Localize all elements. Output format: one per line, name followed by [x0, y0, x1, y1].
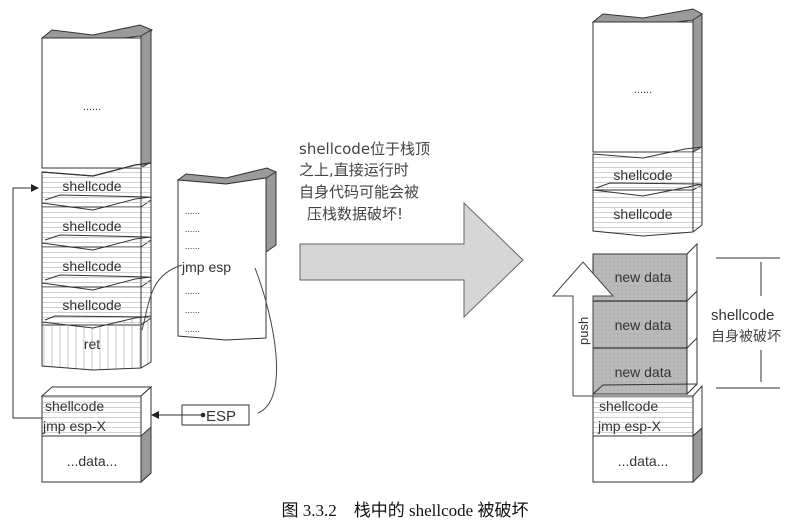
code-dots: ...... [185, 224, 200, 234]
note-line-3: 自身代码可能会被 [299, 183, 419, 201]
bracket-label-cn: 自身被破坏 [711, 329, 781, 345]
right-bottom-data-label: ...data... [618, 453, 669, 469]
new-data-label: new data [615, 317, 672, 333]
bracket-label-en: shellcode [711, 307, 774, 324]
left-bottom-shellcode-label: shellcode [45, 398, 104, 414]
arrow-note: shellcode位于栈顶 之上,直接运行时 自身代码可能会被 压栈数据破坏! [299, 140, 430, 223]
note-line-1: shellcode位于栈顶 [299, 140, 430, 158]
jump-back-arrow [12, 184, 42, 419]
left-shellcode-segment: shellcode [41, 234, 152, 288]
code-dots: ...... [185, 241, 200, 251]
new-data-label: new data [615, 364, 672, 380]
note-line-4: 压栈数据破坏! [307, 205, 403, 223]
ret-label: ret [84, 336, 100, 352]
ret-to-jmp-curve [141, 264, 183, 331]
left-segment-label: shellcode [62, 178, 121, 194]
code-page: ...... ...... ...... jmp esp ...... ....… [176, 167, 277, 341]
esp-box: ESP [181, 404, 250, 426]
esp-label: ESP [206, 408, 236, 425]
right-bottom-block: shellcode jmp esp-X ...data... [592, 384, 703, 484]
code-dots: ...... [185, 286, 200, 296]
new-data-block: new data new data new data [592, 242, 698, 396]
figure-caption: 图 3.3.2 栈中的 shellcode 被破坏 [282, 501, 529, 520]
right-shellcode-segment: shellcode [592, 182, 703, 237]
code-dots: ...... [185, 206, 200, 216]
right-segment-label: shellcode [613, 206, 672, 222]
jmp-to-esp-curve [254, 267, 278, 414]
left-bottom-jmp-label: jmp esp-X [42, 418, 107, 434]
right-bottom-shellcode-label: shellcode [599, 398, 658, 414]
right-stack: ...... shellcode shellcode new data new … [551, 8, 781, 484]
left-segment-label: shellcode [62, 218, 121, 234]
note-line-2: 之上,直接运行时 [299, 161, 409, 179]
left-stack-body [41, 37, 142, 169]
damage-bracket: shellcode 自身被破坏 [711, 257, 781, 389]
right-shellcode-segment: shellcode [592, 146, 703, 191]
left-segment-label: shellcode [62, 258, 121, 274]
right-segment-label: shellcode [613, 167, 672, 183]
left-shellcode-segment: shellcode [41, 274, 152, 326]
push-arrow: push [551, 261, 615, 397]
code-dots: ...... [185, 324, 200, 334]
left-bottom-block: shellcode jmp esp-X ...data... [40, 385, 153, 484]
left-segment-label: shellcode [62, 297, 121, 313]
code-dots: ...... [185, 305, 200, 315]
push-label: push [576, 317, 591, 345]
left-stack: ...... shellcode shellcode shellcode she… [12, 24, 153, 484]
left-stack-side [140, 29, 152, 169]
left-stack-ellipsis: ...... [83, 101, 101, 113]
ret-segment: ret [41, 315, 152, 371]
right-bottom-jmp-label: jmp esp-X [597, 418, 662, 434]
jmp-esp-instruction: jmp esp [181, 259, 231, 275]
right-stack-ellipsis: ...... [634, 84, 652, 96]
new-data-label: new data [615, 269, 672, 285]
left-bottom-data-label: ...data... [67, 453, 118, 469]
transition-arrow [299, 201, 524, 319]
